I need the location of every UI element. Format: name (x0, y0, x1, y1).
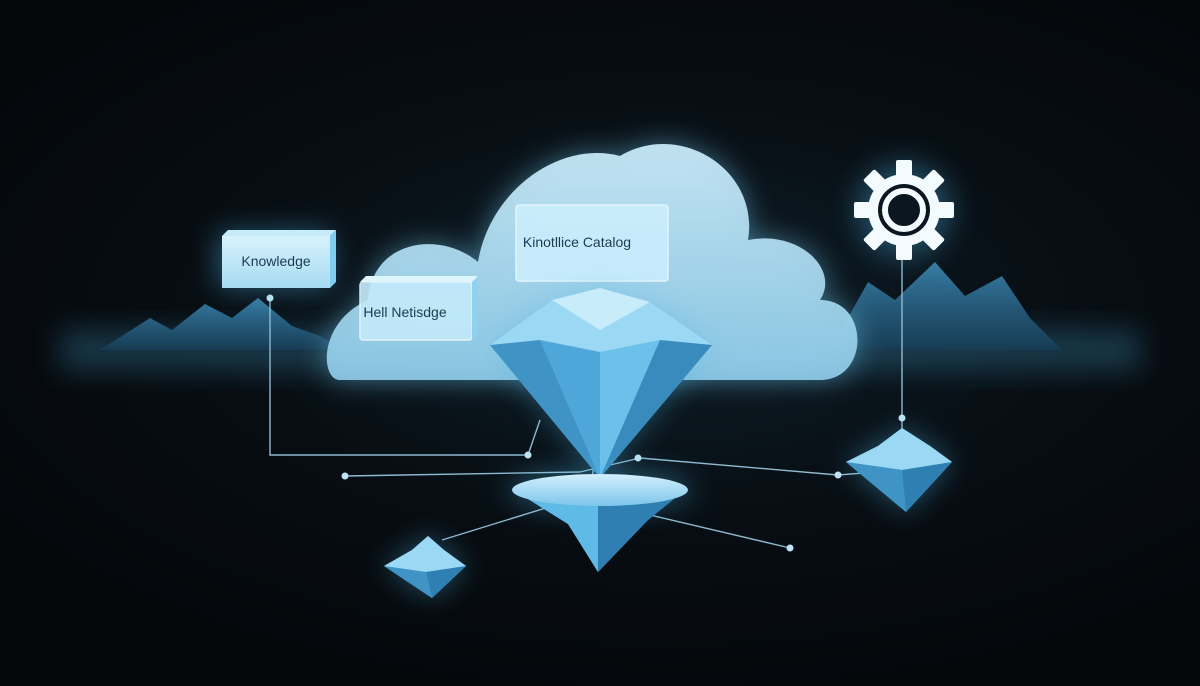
knowledge-label: Knowledge (241, 253, 310, 269)
node-dot (786, 544, 794, 552)
connector-hell (527, 419, 541, 456)
mountain-icon (100, 298, 345, 350)
crystal-icon (846, 428, 952, 512)
node-dot (266, 294, 274, 302)
crystal-icon (384, 536, 466, 598)
hell-box: Hell Netisdge (359, 276, 478, 341)
gear-icon (854, 160, 954, 260)
catalog-label: Kinotllice Catalog (523, 234, 631, 250)
node-dot (898, 414, 906, 422)
knowledge-box: Knowledge (218, 230, 336, 288)
node-dot (834, 471, 842, 479)
diamond-icon (490, 288, 712, 478)
connector-knowledge (269, 298, 528, 456)
hell-label: Hell Netisdge (363, 304, 446, 320)
iceberg-icon (508, 470, 692, 572)
connector-left (344, 471, 581, 477)
node-dot (341, 472, 349, 480)
node-dot (634, 454, 642, 462)
mountain-icon (830, 262, 1062, 350)
catalog-box: Kinotllice Catalog (515, 204, 669, 282)
node-dot (524, 451, 532, 459)
